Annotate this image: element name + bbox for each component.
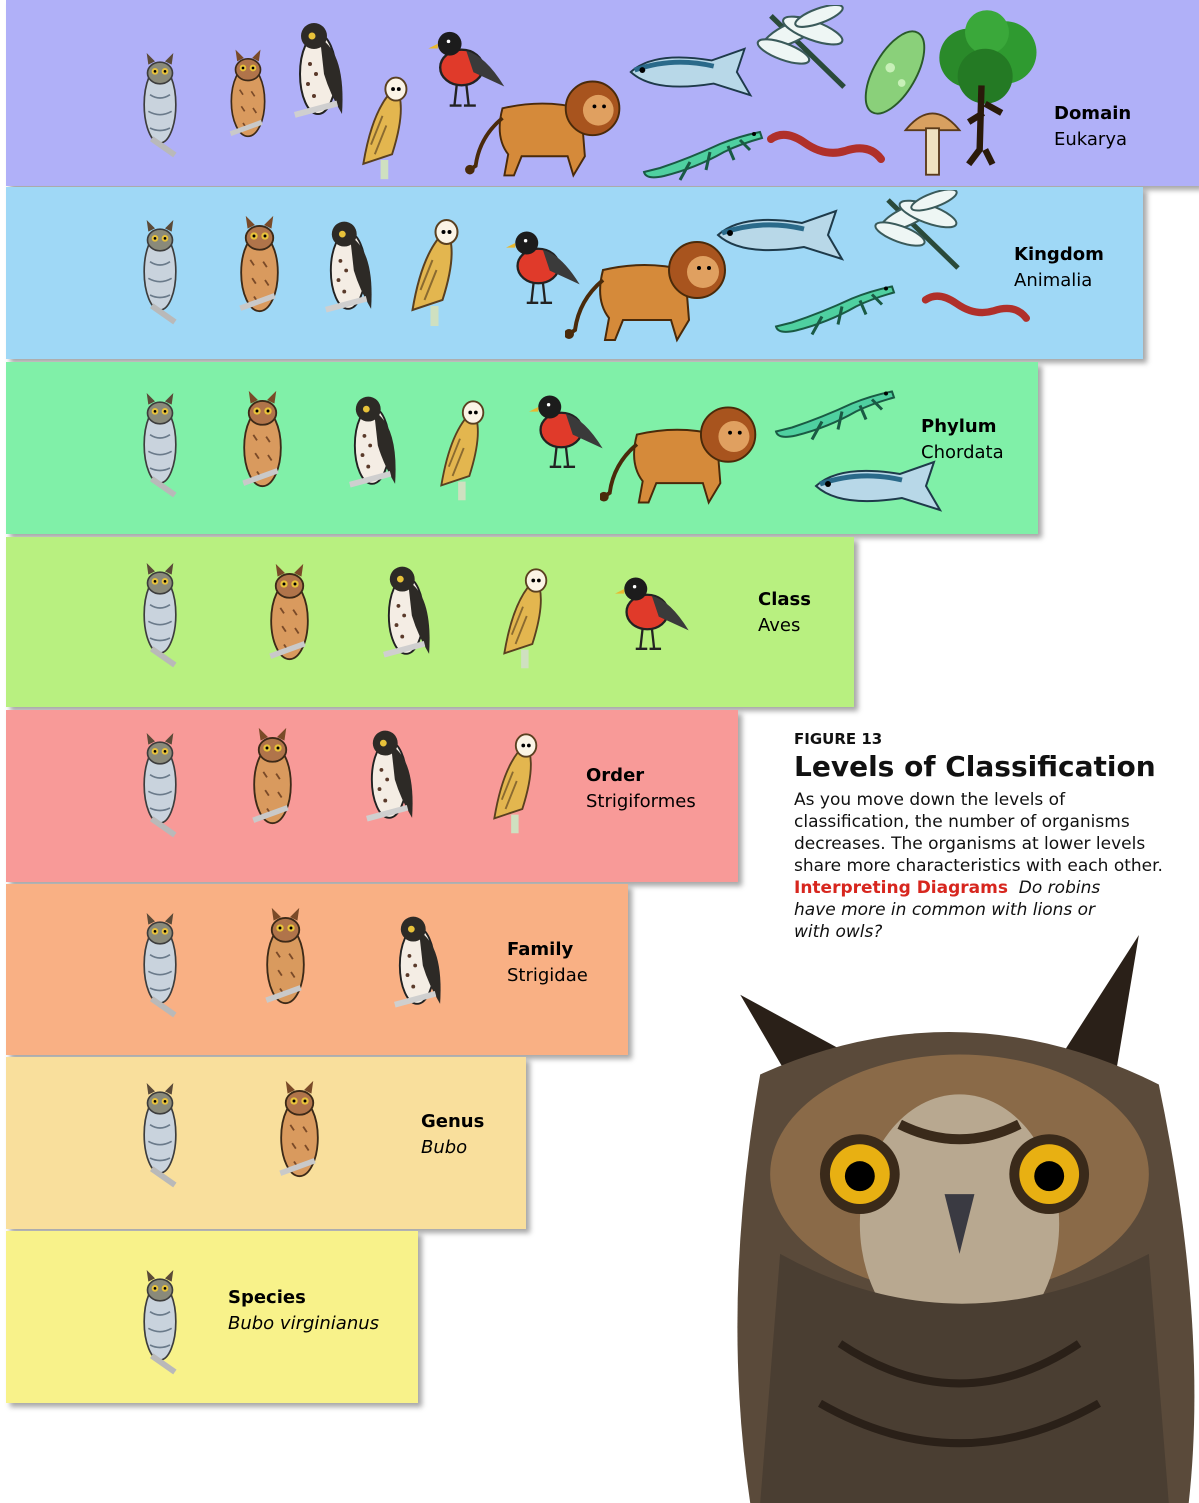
hawk-owl-icon [315, 213, 385, 328]
prompt-label: Interpreting Diagrams [794, 878, 1008, 898]
caption-body: As you move down the levels of classific… [794, 789, 1174, 877]
taxon-name: Bubo [421, 1135, 484, 1161]
screech-owl-icon [258, 902, 313, 1020]
taxon-name: Strigidae [507, 963, 588, 989]
figure-caption: FIGURE 13 Levels of Classification As yo… [794, 730, 1174, 943]
lizard-icon [772, 270, 902, 345]
taxon-name: Aves [758, 613, 811, 639]
hawk-owl-icon [372, 558, 444, 673]
hawk-owl-icon [383, 908, 455, 1023]
great-horned-owl-photo [720, 925, 1199, 1503]
screech-owl-icon [245, 722, 300, 840]
taxon-name: Strigiformes [586, 789, 696, 815]
label-domain: Domain Eukarya [1054, 101, 1131, 153]
screech-owl-icon [223, 42, 273, 154]
hawk-owl-icon [290, 14, 350, 134]
figure-title: Levels of Classification [794, 750, 1174, 783]
taxon-name: Bubo virginianus [228, 1311, 379, 1337]
worm-icon [765, 125, 885, 175]
robin-icon [522, 384, 612, 476]
horned-owl-icon [135, 378, 185, 508]
fish-icon [625, 42, 760, 102]
barn-owl-icon [478, 725, 548, 837]
lion-icon [465, 70, 630, 185]
barn-owl-icon [400, 210, 465, 330]
band-family: Family Strigidae [6, 884, 628, 1055]
hawk-owl-icon [338, 388, 410, 503]
horned-owl-icon [135, 205, 185, 335]
label-species: Species Bubo virginianus [228, 1285, 379, 1337]
rank-name: Species [228, 1285, 379, 1311]
dragonfly-icon [750, 5, 865, 100]
horned-owl-icon [135, 1068, 185, 1198]
rank-name: Family [507, 937, 588, 963]
barn-owl-icon [425, 392, 495, 504]
screech-owl-icon [235, 385, 290, 503]
barn-owl-icon [488, 560, 558, 672]
horned-owl-icon [135, 898, 185, 1028]
lizard-icon [772, 375, 902, 450]
label-class: Class Aves [758, 587, 811, 639]
rank-name: Order [586, 763, 696, 789]
worm-icon [920, 285, 1030, 335]
screech-owl-icon [272, 1075, 327, 1193]
lion-icon [565, 230, 735, 350]
tree-icon [932, 5, 1042, 175]
horned-owl-icon [135, 718, 185, 848]
taxon-name: Eukarya [1054, 127, 1131, 153]
fish-icon [810, 455, 950, 517]
caption-prompt: Interpreting Diagrams Do robins have mor… [794, 877, 1124, 943]
label-genus: Genus Bubo [421, 1109, 484, 1161]
lion-icon [600, 395, 765, 513]
rank-name: Kingdom [1014, 242, 1104, 268]
lizard-icon [640, 118, 770, 188]
horned-owl-icon [135, 38, 185, 168]
label-order: Order Strigiformes [586, 763, 696, 815]
label-family: Family Strigidae [507, 937, 588, 989]
fish-icon [712, 205, 852, 265]
figure-number: FIGURE 13 [794, 730, 1174, 748]
horned-owl-icon [135, 548, 185, 678]
rank-name: Phylum [921, 414, 1004, 440]
horned-owl-icon [135, 1255, 185, 1385]
screech-owl-icon [262, 558, 317, 676]
band-species: Species Bubo virginianus [6, 1231, 418, 1403]
rank-name: Domain [1054, 101, 1131, 127]
robin-icon [608, 566, 698, 658]
hawk-owl-icon [355, 722, 427, 837]
band-genus: Genus Bubo [6, 1057, 526, 1229]
screech-owl-icon [232, 210, 287, 328]
rank-name: Class [758, 587, 811, 613]
dragonfly-icon [868, 190, 978, 280]
barn-owl-icon [350, 68, 415, 183]
rank-name: Genus [421, 1109, 484, 1135]
